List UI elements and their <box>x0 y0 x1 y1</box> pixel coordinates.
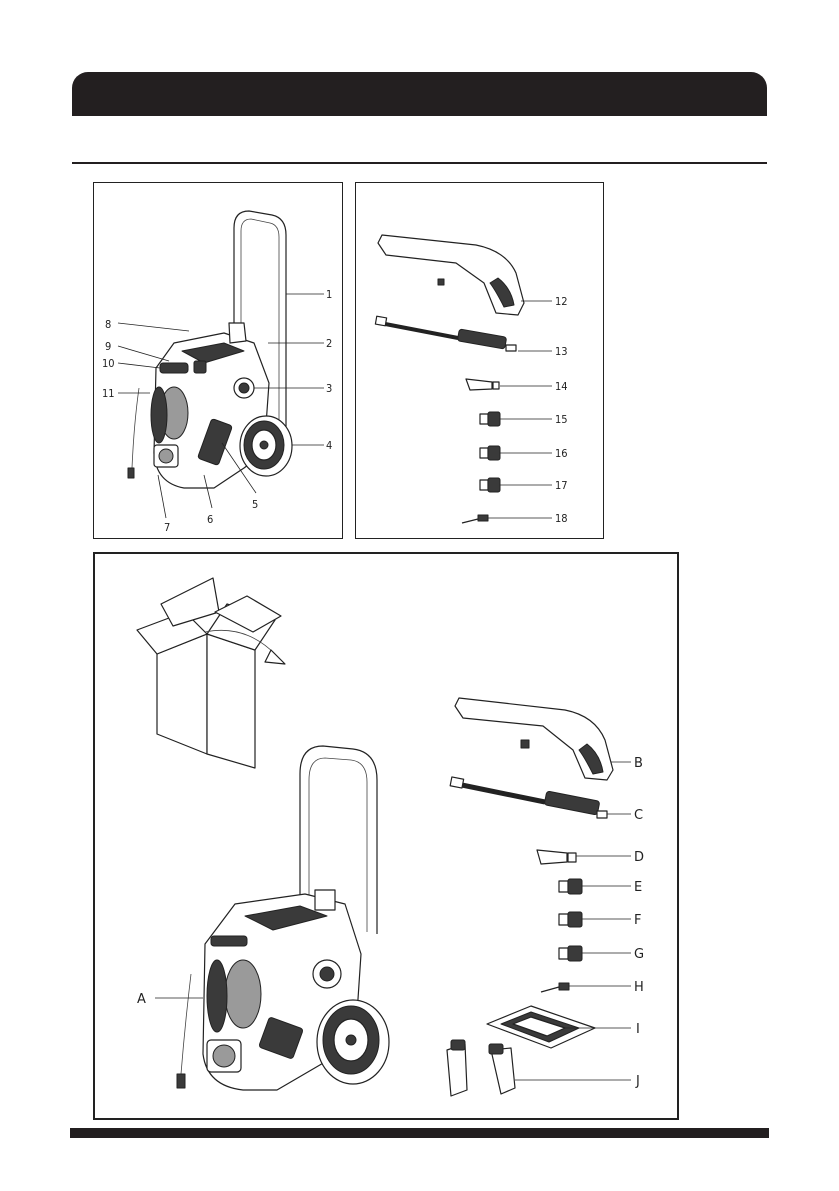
callout-D: D <box>634 850 644 865</box>
callout-14: 14 <box>555 380 568 393</box>
callout-12: 12 <box>555 295 568 308</box>
callout-17: 17 <box>555 479 568 492</box>
callout-13: 13 <box>555 345 568 358</box>
machine-parts-panel: 1 2 3 4 5 6 7 8 9 10 11 <box>93 182 343 539</box>
callout-2: 2 <box>326 337 332 350</box>
nozzle-15 <box>480 412 500 426</box>
nozzle-16 <box>480 446 500 460</box>
callout-G: G <box>634 947 644 962</box>
callout-J: J <box>635 1074 640 1089</box>
callout-F: F <box>634 913 641 928</box>
bracket-icon <box>447 1040 515 1096</box>
nozzle-G <box>559 946 582 961</box>
machine-illustration: 1 2 3 4 5 6 7 8 9 10 11 <box>94 183 342 538</box>
nozzle-17 <box>480 478 500 492</box>
header-bar <box>72 72 767 116</box>
callout-18: 18 <box>555 512 568 525</box>
callout-10: 10 <box>102 357 115 370</box>
callout-H: H <box>634 980 644 995</box>
box-icon <box>137 578 285 768</box>
footer-bar <box>70 1128 769 1138</box>
callout-C: C <box>634 808 643 823</box>
callout-7: 7 <box>164 521 170 534</box>
callout-16: 16 <box>555 447 568 460</box>
callout-9: 9 <box>105 340 111 353</box>
nozzle-E <box>559 879 582 894</box>
nozzle-F <box>559 912 582 927</box>
callout-A: A <box>137 992 146 1007</box>
callout-I: I <box>636 1022 640 1037</box>
unpacking-panel: A B C D E F G H I J <box>93 552 679 1120</box>
callout-15: 15 <box>555 413 568 426</box>
callout-4: 4 <box>326 439 332 452</box>
unpacking-illustration: A B C D E F G H I J <box>95 554 677 1118</box>
header-rule <box>72 162 767 164</box>
callout-B: B <box>634 756 643 771</box>
callout-E: E <box>634 880 642 895</box>
callout-8: 8 <box>105 318 111 331</box>
manual-icon <box>487 1006 595 1048</box>
callout-11: 11 <box>102 387 115 400</box>
accessories-panel: 12 13 14 15 16 17 18 <box>355 182 604 539</box>
callout-5: 5 <box>252 498 258 511</box>
accessories-illustration: 12 13 14 15 16 17 18 <box>356 183 603 538</box>
callout-6: 6 <box>207 513 213 526</box>
callout-3: 3 <box>326 382 332 395</box>
callout-1: 1 <box>326 288 332 301</box>
